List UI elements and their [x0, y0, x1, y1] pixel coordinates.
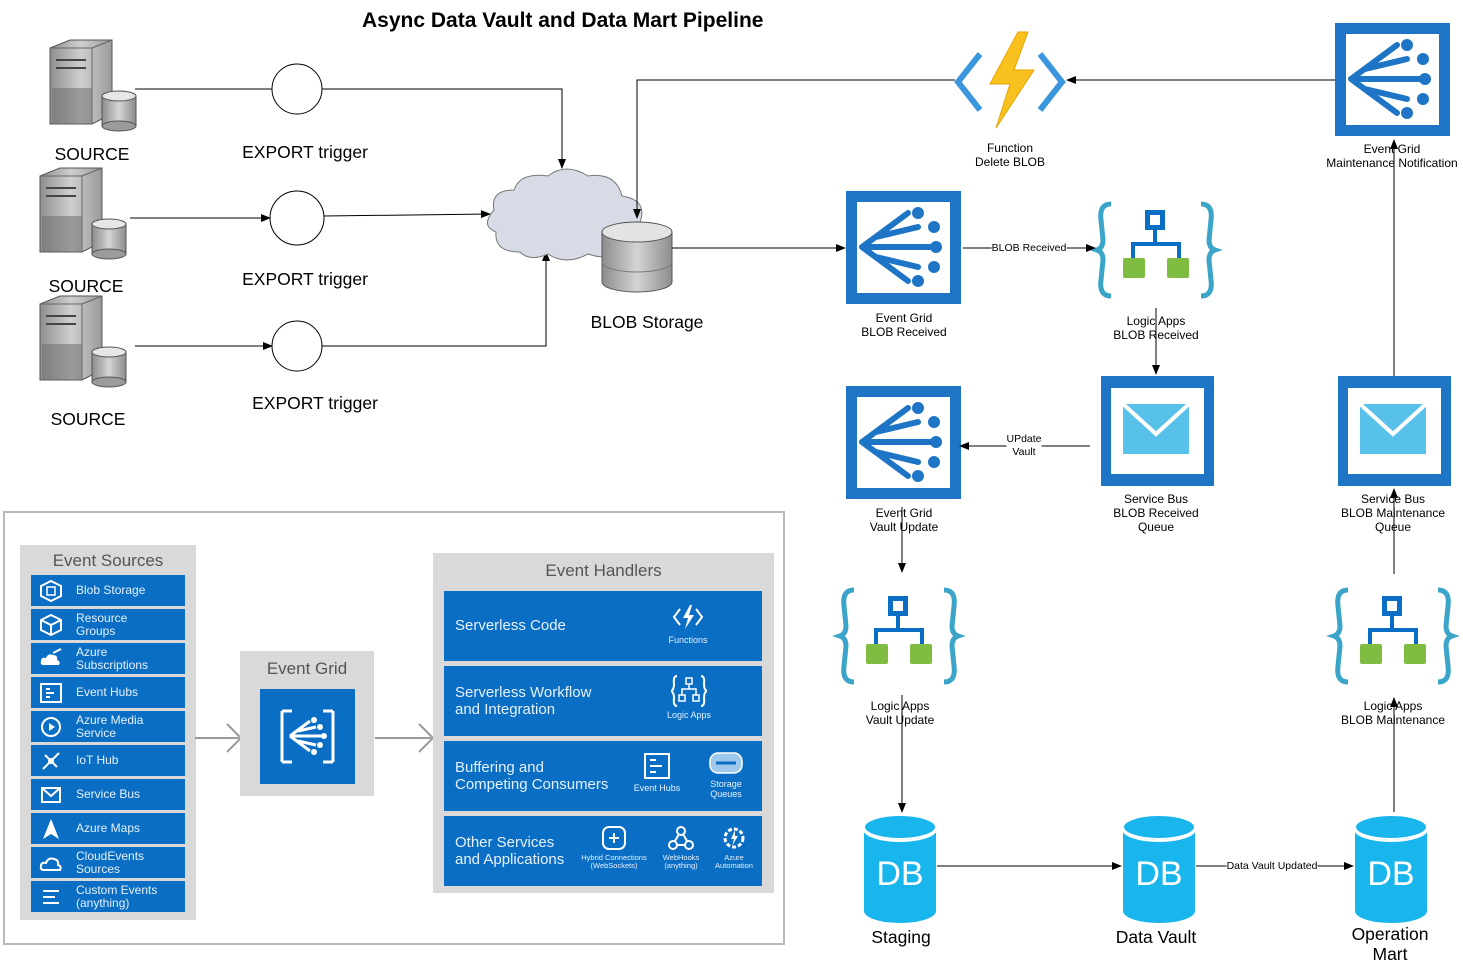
- db-label-data-vault: Data Vault: [1115, 927, 1197, 947]
- cloud-icon: [39, 857, 62, 871]
- source-label-3: SOURCE: [50, 409, 126, 429]
- edge-label-data-vault-updated: Data Vault Updated: [1226, 860, 1318, 873]
- event-grid-blob-received-icon: [846, 191, 961, 304]
- media-icon: [41, 717, 61, 737]
- event-hubs-icon: [40, 683, 62, 703]
- logic-apps-icon: [667, 675, 711, 707]
- source-item-blob-storage: Blob Storage: [31, 575, 185, 606]
- envelope-icon: [41, 787, 61, 803]
- event-grid-maintenance-icon: [1335, 23, 1450, 136]
- logic-apps-blob-maintenance-icon: [1334, 590, 1452, 682]
- logic-apps-vault-update-icon: [840, 590, 958, 682]
- handler-serverless-code: Serverless Code Functions: [444, 591, 762, 661]
- event-grid-vault-update-icon: [846, 386, 961, 499]
- function-bolt-icon: [954, 31, 1066, 129]
- export-trigger-label-3: EXPORT trigger: [252, 393, 378, 413]
- event-hubs-icon: [644, 753, 670, 779]
- blob-storage-label: BLOB Storage: [590, 312, 704, 332]
- source-server-icon-3: [39, 295, 127, 388]
- storage-queues-icon: [709, 752, 743, 774]
- db-text-operation-mart: DB: [1367, 855, 1415, 893]
- source-server-icon-2: [39, 167, 127, 260]
- blob-storage-icon: [40, 579, 62, 603]
- event-handlers-box: Event Handlers Serverless Code Functions…: [433, 553, 774, 893]
- source-item-service-bus: Service Bus: [31, 779, 185, 810]
- blob-storage-icon: [601, 221, 673, 293]
- webhooks-icon: [668, 826, 694, 850]
- source-item-custom-events: Custom Events(anything): [31, 881, 185, 912]
- source-server-icon-1: [49, 39, 137, 132]
- hybrid-connections-icon: [602, 826, 626, 850]
- event-handlers-title: Event Handlers: [545, 561, 662, 580]
- list-icon: [43, 890, 59, 904]
- cube-icon: [40, 613, 62, 637]
- event-grid-icon: [280, 709, 335, 764]
- service-bus-blob-maintenance-icon: [1336, 374, 1453, 488]
- event-grid-box: Event Grid: [240, 651, 374, 796]
- functions-icon: [672, 605, 704, 629]
- edge-trigger2-cloud: [323, 210, 491, 219]
- source-label-2: SOURCE: [48, 276, 124, 296]
- edge-function-blob: [633, 79, 955, 219]
- chevron-right-icon: [195, 723, 243, 753]
- db-text-data-vault: DB: [1135, 855, 1183, 893]
- automation-gear-icon: [723, 827, 745, 849]
- key-cloud-icon: [40, 648, 62, 665]
- iot-hub-icon: [42, 752, 60, 770]
- event-sources-title: Event Sources: [52, 551, 164, 570]
- export-trigger-label-1: EXPORT trigger: [242, 142, 368, 162]
- export-trigger-node-2: [269, 190, 325, 246]
- edge-trigger3-cloud: [322, 251, 550, 347]
- db-text-staging: DB: [876, 855, 924, 893]
- source-item-azure-maps: Azure Maps: [31, 813, 185, 844]
- diagram-title: Async Data Vault and Data Mart Pipeline: [362, 9, 764, 32]
- event-grid-tile: [260, 689, 355, 784]
- export-trigger-label-2: EXPORT trigger: [242, 269, 368, 289]
- logic-apps-blob-received-icon: [1097, 204, 1215, 296]
- navigation-arrow-icon: [43, 819, 59, 839]
- edge-label-blob-received: BLOB Received: [991, 242, 1067, 255]
- chevron-right-icon: [375, 723, 435, 753]
- source-item-event-hubs: Event Hubs: [31, 677, 185, 708]
- source-label-1: SOURCE: [54, 144, 130, 164]
- export-trigger-node-1: [271, 63, 323, 115]
- event-grid-title: Event Grid: [266, 659, 348, 678]
- source-item-iot-hub: IoT Hub: [31, 745, 185, 776]
- edge-trigger1-cloud: [322, 88, 566, 169]
- db-label-staging: Staging: [871, 927, 931, 947]
- service-bus-blob-received-icon: [1099, 374, 1216, 488]
- export-trigger-node-3: [271, 320, 323, 372]
